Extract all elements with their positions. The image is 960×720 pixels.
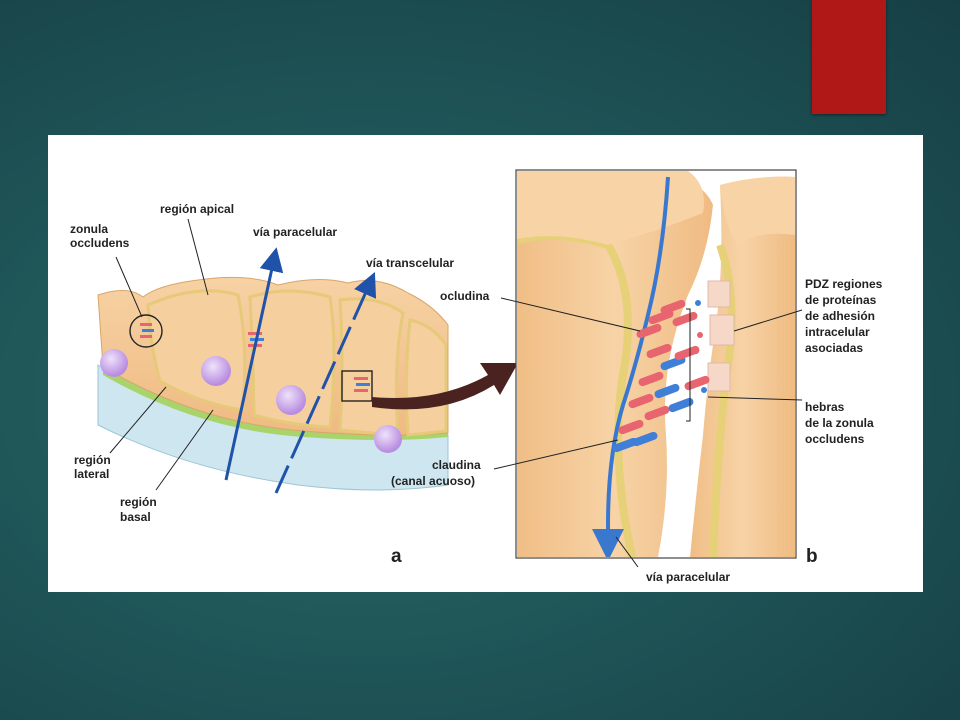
right-cell-top xyxy=(720,176,795,245)
pdz-dot xyxy=(701,387,707,393)
paracellular-pathway-arrow xyxy=(592,176,670,557)
leader-line xyxy=(500,297,641,332)
pdz-label-4: intracelular xyxy=(805,325,870,339)
claudin-label-2: (canal acuoso) xyxy=(391,474,475,488)
panel-a-letter: a xyxy=(391,546,402,567)
paracellular-label-b: vía paracelular xyxy=(646,570,730,584)
pdz-dot xyxy=(695,300,701,306)
tight-junction-figure: zonula occludens región apical vía parac… xyxy=(48,135,923,592)
pdz-label-5: asociadas xyxy=(805,341,863,355)
strands-label: hebras xyxy=(805,400,845,414)
zonula-zoom-circle xyxy=(129,314,163,348)
left-cell xyxy=(517,171,713,557)
nucleus xyxy=(374,425,402,453)
zoom-box xyxy=(341,370,373,402)
lateral-label: región xyxy=(74,453,111,467)
pdz-protein xyxy=(707,362,731,392)
claudin-label: claudina xyxy=(432,458,481,472)
occludin-label: ocludina xyxy=(440,289,490,303)
zonula-label-2: occludens xyxy=(70,236,130,250)
pdz-protein xyxy=(709,314,735,346)
cell-2 xyxy=(248,289,336,429)
leader-line xyxy=(493,439,619,470)
nucleus xyxy=(201,356,231,386)
leader-line xyxy=(187,218,209,296)
cell-3 xyxy=(338,297,405,437)
left-cell-top xyxy=(517,171,704,245)
transcellular-arrow xyxy=(274,272,377,494)
strands-label-2: de la zonula xyxy=(805,416,874,430)
strand-bracket xyxy=(686,308,691,422)
leader-line xyxy=(615,536,639,568)
tight-junction-strands xyxy=(612,299,710,453)
pdz-label-2: de proteínas xyxy=(805,293,877,307)
pdz-label: PDZ regiones xyxy=(805,277,883,291)
pdz-dot xyxy=(697,332,703,338)
lateral-label-2: lateral xyxy=(74,467,109,481)
cell-4 xyxy=(404,318,448,437)
panel-b-diagram: ocludina claudina (canal acuoso) PDZ reg… xyxy=(391,169,883,584)
zoom-callout-arrow xyxy=(372,363,518,410)
leader-line xyxy=(733,309,803,332)
transcellular-label: vía transcelular xyxy=(366,256,454,270)
panel-b-letter: b xyxy=(806,546,818,567)
apical-label: región apical xyxy=(160,202,234,216)
nucleus xyxy=(276,385,306,415)
zonula-label: zonula xyxy=(70,222,108,236)
leader-line xyxy=(109,386,167,454)
basal-label: región xyxy=(120,495,157,509)
pdz-protein xyxy=(707,280,731,308)
panel-a-diagram: zonula occludens región apical vía parac… xyxy=(70,202,518,567)
red-accent-bar xyxy=(812,0,886,114)
paracellular-arrow xyxy=(224,247,284,481)
leader-line xyxy=(155,409,214,491)
strands-label-3: occludens xyxy=(805,432,865,446)
pdz-label-3: de adhesión xyxy=(805,309,875,323)
leader-line xyxy=(115,256,143,318)
nucleus xyxy=(100,349,128,377)
paracellular-label-a: vía paracelular xyxy=(253,225,337,239)
basal-label-2: basal xyxy=(120,510,151,524)
leader-line xyxy=(707,396,803,401)
